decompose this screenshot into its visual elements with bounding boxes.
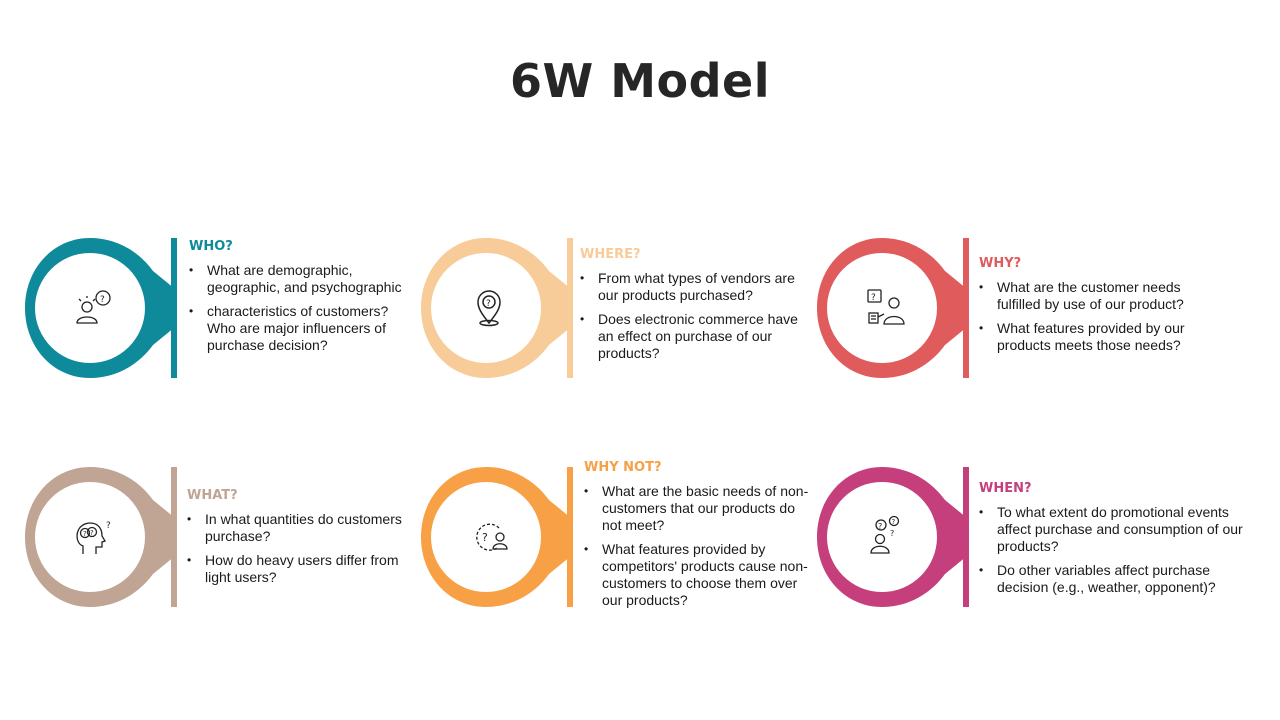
person-questions-icon: ? ? ? (870, 515, 900, 554)
bullet-list: From what types of vendors are our produ… (580, 270, 810, 362)
ring-shape (817, 467, 967, 607)
svg-text:?: ? (890, 529, 894, 538)
head-question-icon: ? ? ? (76, 521, 111, 554)
divider-bar (963, 238, 969, 378)
list-item: Do other variables affect purchase decis… (979, 562, 1249, 596)
list-item: To what extent do promotional events aff… (979, 504, 1249, 555)
bullet-list: What are the customer needs fulfilled by… (979, 279, 1219, 354)
list-item: What features provided by our products m… (979, 320, 1219, 354)
svg-text:?: ? (482, 531, 488, 544)
card-heading: WHY NOT? (584, 460, 662, 475)
divider-bar (171, 238, 177, 378)
list-item: How do heavy users differ from light use… (187, 552, 417, 586)
divider-bar (963, 467, 969, 607)
svg-text:?: ? (106, 521, 111, 531)
svg-text:?: ? (871, 293, 876, 303)
ring-shape (25, 238, 175, 378)
bullet-list: In what quantities do customers purchase… (187, 511, 417, 586)
list-item: From what types of vendors are our produ… (580, 270, 810, 304)
list-item: What are the basic needs of non- custome… (584, 483, 814, 534)
divider-bar (171, 467, 177, 607)
page-title: 6W Model (509, 54, 771, 108)
customer-question-board-icon: ? (867, 289, 905, 325)
divider-bar (567, 238, 573, 378)
list-item: What are demographic, geographic, and ps… (189, 262, 419, 296)
card-heading: WHEN? (979, 481, 1032, 496)
card-heading: WHO? (189, 239, 233, 254)
list-item: characteristics of customers? Who are ma… (189, 303, 419, 354)
svg-text:?: ? (892, 518, 896, 526)
card-heading: WHERE? (580, 247, 641, 262)
clock-user-question-icon: ? (476, 523, 508, 551)
bullet-list: What are the basic needs of non- custome… (584, 483, 814, 609)
list-item: Does electronic commerce have an effect … (580, 311, 810, 362)
bullet-list: What are demographic, geographic, and ps… (189, 262, 419, 354)
svg-text:?: ? (83, 530, 87, 538)
list-item: What features provided by competitors' p… (584, 541, 814, 609)
svg-text:?: ? (486, 299, 491, 309)
card-heading: WHY? (979, 256, 1022, 271)
svg-text:?: ? (878, 522, 882, 531)
divider-bar (567, 467, 573, 607)
location-pin-question-icon: ? (477, 290, 501, 327)
ring-shape (25, 467, 175, 607)
person-idea-question-icon: ? (76, 290, 111, 324)
list-item: What are the customer needs fulfilled by… (979, 279, 1219, 313)
svg-text:?: ? (100, 295, 105, 305)
bullet-list: To what extent do promotional events aff… (979, 504, 1249, 596)
svg-text:?: ? (90, 529, 94, 537)
list-item: In what quantities do customers purchase… (187, 511, 417, 545)
card-heading: WHAT? (187, 488, 238, 503)
